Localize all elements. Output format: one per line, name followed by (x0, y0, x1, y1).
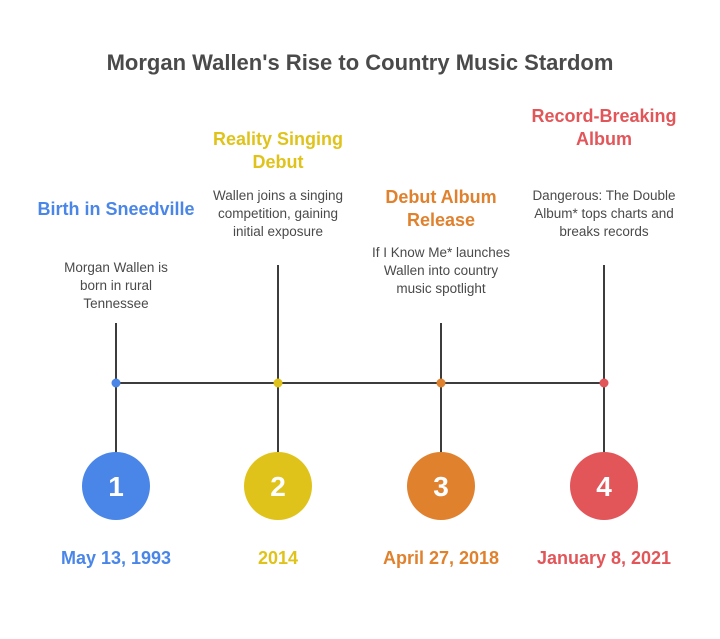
step-number-1: 1 (108, 471, 124, 502)
event-description-4: Dangerous: The Double Album* tops charts… (532, 188, 676, 239)
event-title-3: Debut Album Release (385, 187, 497, 230)
event-date-2: 2014 (257, 548, 299, 568)
axis-dot-3 (436, 378, 446, 388)
step-circle-3 (407, 452, 475, 520)
event-date-4: January 8, 2021 (536, 548, 672, 568)
axis-dot-1 (111, 378, 121, 388)
event-title-2: Reality Singing Debut (212, 129, 344, 172)
diagram-title: Morgan Wallen's Rise to Country Music St… (106, 50, 614, 75)
event-date-3: April 27, 2018 (382, 548, 500, 568)
step-number-4: 4 (596, 471, 612, 502)
axis-dot-2 (273, 378, 283, 388)
event-date-1: May 13, 1993 (60, 548, 172, 568)
step-number-2: 2 (270, 471, 286, 502)
event-title-1: Birth in Sneedville (37, 199, 195, 219)
event-title-4: Record-Breaking Album (531, 106, 677, 149)
step-circle-4 (570, 452, 638, 520)
step-circle-1 (82, 452, 150, 520)
step-number-3: 3 (433, 471, 449, 502)
event-description-3: If I Know Me* launches Wallen into count… (371, 245, 511, 296)
event-description-1: Morgan Wallen is born in rural Tennessee (64, 260, 168, 311)
event-description-2: Wallen joins a singing competition, gain… (212, 188, 344, 239)
axis-dot-4 (599, 378, 609, 388)
step-circle-2 (244, 452, 312, 520)
